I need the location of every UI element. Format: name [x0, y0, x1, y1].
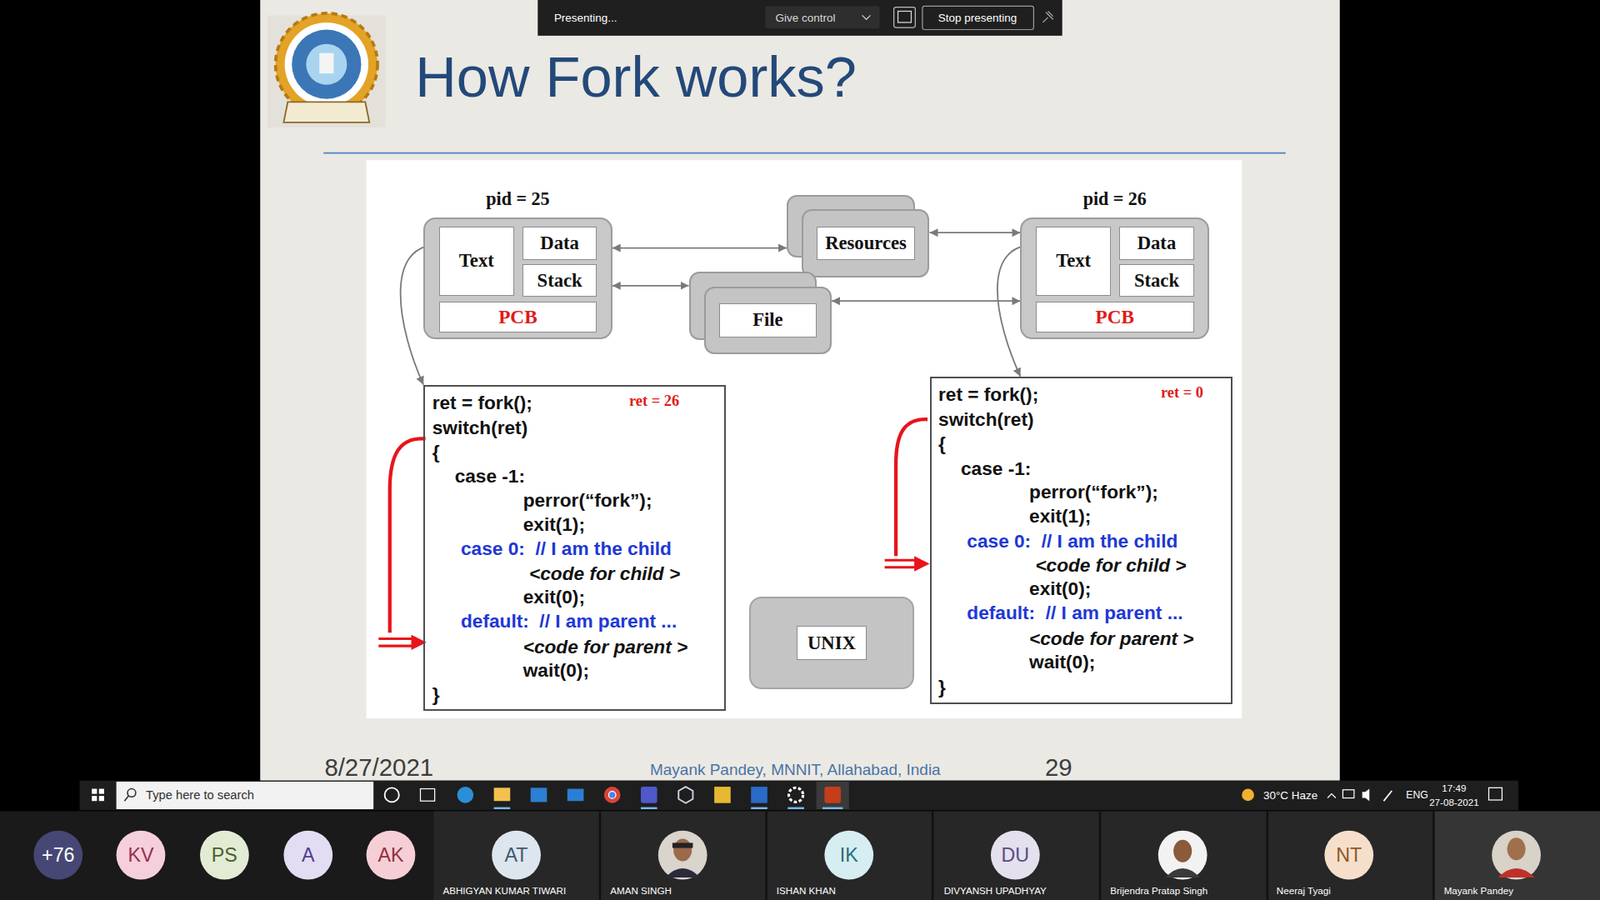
- presenting-bar: [537, 0, 1062, 36]
- code-line: default: // I am parent ...: [966, 601, 1183, 625]
- avatar-initials: AK: [377, 844, 404, 867]
- pcb-label: PCB: [498, 305, 538, 329]
- avatar-initials: NT: [1335, 844, 1362, 867]
- code-line: ret = fork();: [938, 383, 1039, 406]
- memory-segment: Data: [522, 226, 597, 260]
- code-line: wait(0);: [1029, 650, 1095, 674]
- code-line: exit(1);: [1029, 505, 1091, 528]
- slide-number: 29: [1045, 753, 1073, 782]
- memory-segment: Stack: [522, 264, 597, 297]
- avatar-initials: +76: [41, 844, 75, 867]
- participant-name: Brijendra Pratap Singh: [1110, 884, 1208, 895]
- connector: [831, 300, 1021, 302]
- code-line: <code for parent >: [1029, 627, 1195, 650]
- code-line: exit(0);: [1029, 577, 1091, 600]
- segment-label: Text: [459, 250, 495, 272]
- connector: [612, 285, 690, 287]
- segment-label: Data: [1137, 232, 1177, 255]
- weather-text: 30°C Haze: [1263, 788, 1318, 801]
- clock-time: 17:49: [1441, 782, 1466, 794]
- code-box: ret = fork(); ret = 0 switch(ret){ case -1:…: [930, 376, 1234, 705]
- connector: [930, 231, 1021, 234]
- code-line: exit(1);: [523, 512, 585, 535]
- avatar-initials: KV: [127, 844, 154, 867]
- avatar-initials: AT: [505, 844, 529, 867]
- code-line: perror(“fork”);: [523, 488, 653, 511]
- institute-logo: [267, 13, 386, 128]
- code-line: }: [432, 683, 440, 706]
- code-line: case -1:: [455, 465, 525, 488]
- slide-title: How Fork works?: [415, 43, 857, 110]
- participant-name: Neeraj Tyagi: [1276, 884, 1331, 895]
- give-control-button: Give control: [775, 10, 836, 24]
- pid-heading: pid = 26: [1021, 188, 1208, 210]
- taskbar: [80, 780, 1520, 811]
- slide-date: 8/27/2021: [324, 753, 434, 782]
- pcb-segment: PCB: [1035, 301, 1195, 333]
- code-line: perror(“fork”);: [1029, 480, 1159, 503]
- code-line: switch(ret): [938, 407, 1034, 430]
- process-block: pid = 26TextDataStackPCB: [1020, 217, 1210, 340]
- code-line: <code for parent >: [523, 635, 689, 658]
- pcb-segment: PCB: [439, 301, 598, 333]
- participant-name: AMAN SINGH: [610, 884, 672, 895]
- code-box: ret = fork(); ret = 26 switch(ret){ case -1…: [423, 385, 725, 712]
- stop-presenting-button: Stop presenting: [938, 10, 1017, 24]
- process-block: pid = 25TextDataStackPCB: [423, 217, 613, 340]
- code-line: exit(0);: [523, 585, 585, 608]
- avatar-initials: DU: [1001, 844, 1030, 867]
- avatar-initials: IK: [840, 844, 859, 867]
- os-box: UNIX: [749, 596, 915, 689]
- slide-footer: Mayank Pandey, MNNIT, Allahabad, India: [650, 760, 941, 780]
- pid-heading: pid = 25: [425, 188, 611, 210]
- resource-box: Resources: [786, 195, 930, 278]
- resource-label: Resources: [816, 226, 915, 260]
- segment-label: Text: [1055, 250, 1091, 272]
- os-label: UNIX: [796, 625, 867, 661]
- code-line: ret = fork();: [432, 391, 533, 415]
- memory-segment: Stack: [1119, 264, 1194, 297]
- code-line: {: [938, 432, 946, 455]
- segment-label: Data: [540, 232, 580, 255]
- resource-label: File: [719, 303, 816, 337]
- code-line: default: // I am parent ...: [460, 610, 677, 633]
- code-line: wait(0);: [523, 659, 590, 682]
- avatar-initials: PS: [211, 844, 238, 867]
- code-line: case -1:: [960, 456, 1031, 480]
- presenting-status: Presenting...: [554, 10, 618, 24]
- code-line: <code for child >: [1035, 553, 1186, 576]
- return-value: ret = 26: [629, 391, 680, 410]
- code-line: switch(ret): [432, 415, 528, 439]
- participant-name: ISHAN KHAN: [776, 884, 836, 895]
- segment-label: Stack: [1134, 270, 1180, 292]
- code-line: }: [938, 675, 946, 698]
- code-line: <code for child >: [529, 561, 680, 585]
- segment-label: Stack: [537, 270, 583, 292]
- code-line: case 0: // I am the child: [460, 537, 672, 560]
- participant-name: Mayank Pandey: [1444, 884, 1514, 895]
- search-box-text: Type here to search: [145, 788, 255, 802]
- code-line: case 0: // I am the child: [966, 529, 1178, 552]
- memory-segment: Data: [1119, 226, 1194, 260]
- clock-date: 27-08-2021: [1429, 796, 1479, 808]
- pcb-label: PCB: [1095, 305, 1135, 329]
- language-indicator: ENG: [1405, 789, 1429, 801]
- participant-strip: [0, 810, 1600, 900]
- code-line: {: [432, 440, 440, 463]
- return-value: ret = 0: [1160, 383, 1204, 401]
- resource-box: File: [689, 271, 832, 355]
- slide-background: [260, 0, 1340, 781]
- avatar-initials: A: [301, 844, 315, 867]
- diagram-panel: [366, 160, 1243, 719]
- participant-name: DIVYANSH UPADHYAY: [944, 884, 1047, 895]
- memory-segment: Text: [439, 226, 515, 296]
- connector: [612, 247, 787, 250]
- participant-name: ABHIGYAN KUMAR TIWARI: [442, 884, 566, 895]
- memory-segment: Text: [1035, 226, 1112, 296]
